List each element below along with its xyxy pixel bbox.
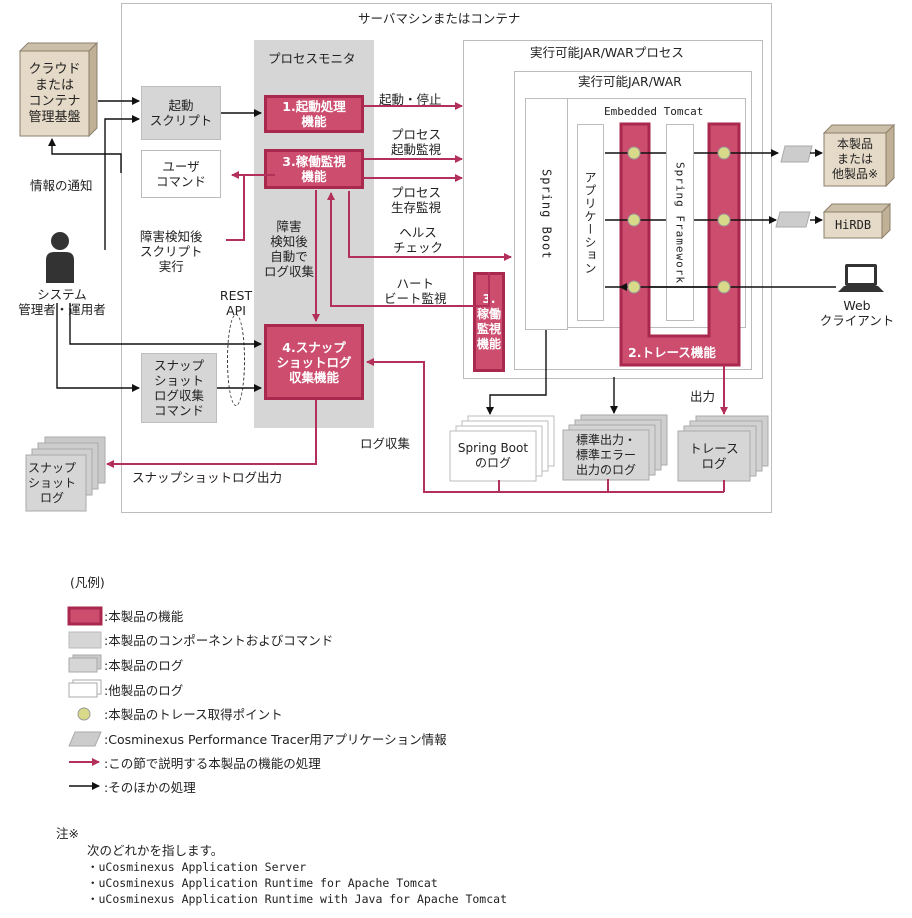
legend-item-function: :本製品の機能: [104, 609, 184, 624]
snapshot-log: スナップ ショット ログ: [27, 460, 76, 505]
trace-log: トレース ログ: [689, 441, 739, 471]
note-line: 次のどれかを指します。: [87, 843, 224, 858]
rest-api-ellipse: [227, 314, 245, 406]
server-title: サーバマシンまたはコンテナ: [358, 11, 521, 26]
auto-log-collect-label: 障害 検知後 自動で ログ収集: [263, 219, 314, 279]
spring-boot-log: Spring Boot のログ: [457, 441, 529, 470]
note-line: ・uCosminexus Application Runtime for Apa…: [87, 876, 438, 890]
embedded-tomcat-title: Embedded Tomcat: [604, 105, 704, 118]
operation-monitor-function: 3.稼働監視 機能: [264, 149, 364, 189]
process-monitor-title: プロセスモニタ: [268, 51, 356, 66]
heartbeat-label: ハート ビート監視: [384, 276, 447, 306]
note-title: 注※: [56, 826, 79, 841]
jar-war-process-title: 実行可能JAR/WARプロセス: [530, 45, 684, 60]
legend-item-other-process: :そのほかの処理: [104, 780, 196, 795]
spring-boot-panel: Spring Boot: [525, 98, 568, 330]
snapshot-output-label: スナップショットログ出力: [132, 470, 283, 485]
log-collect-label: ログ収集: [360, 436, 411, 451]
jar-war-title: 実行可能JAR/WAR: [578, 74, 682, 89]
startup-function: 1.起動処理 機能: [264, 95, 364, 133]
spring-framework-panel: Spring Framework: [666, 124, 694, 321]
web-client-label: Web クライアント: [819, 298, 895, 328]
legend-title: (凡例): [70, 575, 105, 590]
stdout-stderr-log: 標準出力・ 標準エラー 出力のログ: [575, 432, 636, 477]
admin-label: システム 管理者・運用者: [18, 287, 106, 317]
note-line: ・uCosminexus Application Runtime with Ja…: [87, 892, 507, 906]
user-command: ユーザ コマンド: [141, 150, 221, 198]
output-label: 出力: [690, 389, 716, 404]
application-label: アプリケーション: [583, 170, 597, 275]
product-box: 本製品 または 他製品※: [831, 137, 879, 181]
application-panel: アプリケーション: [577, 124, 604, 321]
rest-api-label: REST API: [219, 288, 253, 318]
cloud-platform-box: クラウド または コンテナ 管理基盤: [28, 61, 81, 125]
startup-script: 起動 スクリプト: [141, 86, 221, 140]
notify-label: 情報の通知: [30, 178, 93, 193]
legend-item-tracer-info: :Cosminexus Performance Tracer用アプリケーション情…: [104, 732, 447, 747]
legend-item-other-log: :他製品のログ: [104, 683, 184, 698]
process-start-monitor-label: プロセス 起動監視: [391, 127, 442, 157]
start-stop-label: 起動・停止: [379, 92, 442, 107]
legend-item-component: :本製品のコンポーネントおよびコマンド: [104, 633, 334, 648]
legend-item-trace-point: :本製品のトレース取得ポイント: [104, 707, 283, 722]
snapshot-command: スナップ ショット ログ収集 コマンド: [141, 353, 217, 423]
trace-function-label: 2.トレース機能: [628, 345, 716, 360]
hirdb-box: HiRDB: [834, 218, 872, 232]
note-line: ・uCosminexus Application Server: [87, 860, 307, 874]
health-check-label: ヘルス チェック: [393, 225, 444, 255]
failure-script-label: 障害検知後 スクリプト 実行: [140, 229, 203, 274]
legend-item-product-log: :本製品のログ: [104, 658, 184, 673]
spring-framework-label: Spring Framework: [673, 161, 687, 284]
spring-boot-label: Spring Boot: [539, 168, 554, 260]
process-alive-monitor-label: プロセス 生存監視: [391, 185, 442, 215]
snapshot-log-function: 4.スナップ ショットログ 収集機能: [264, 324, 364, 400]
legend-item-this-function: :この節で説明する本製品の機能の処理: [104, 756, 321, 771]
